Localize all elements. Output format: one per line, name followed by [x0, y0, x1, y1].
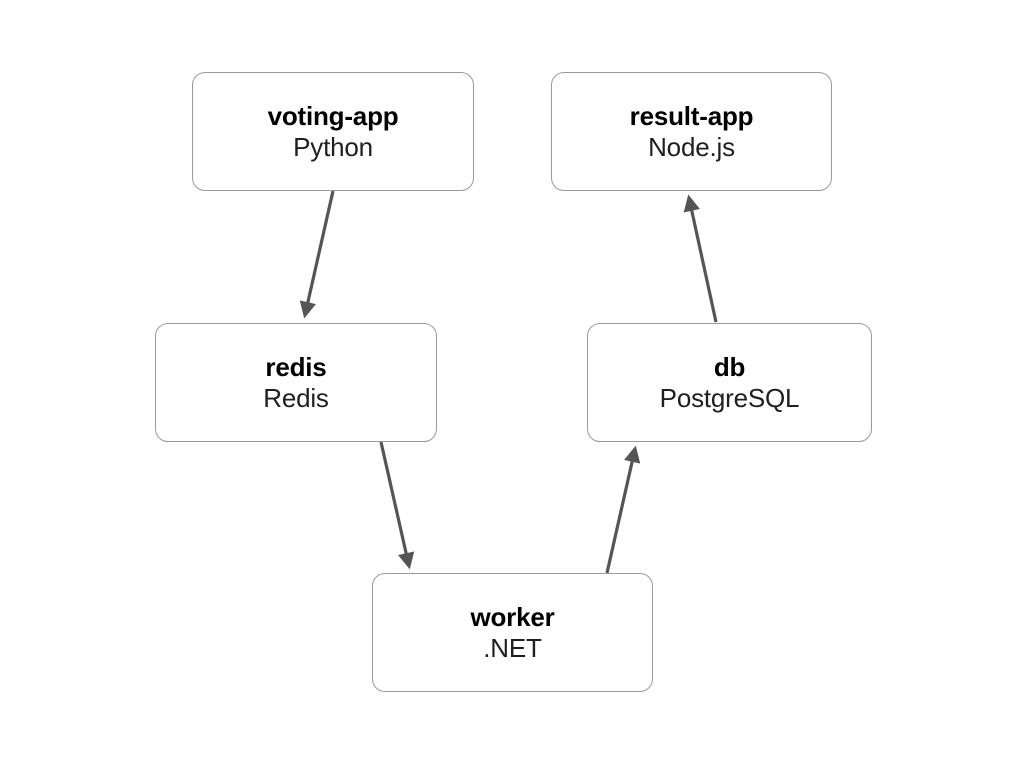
node-db-title: db	[713, 351, 746, 382]
node-result-app-title: result-app	[629, 100, 754, 131]
edge-db-to-result-app	[683, 194, 718, 323]
node-result-app[interactable]: result-app Node.js	[551, 72, 832, 191]
edge-worker-to-db	[605, 445, 641, 574]
node-voting-app-title: voting-app	[267, 100, 399, 131]
node-db[interactable]: db PostgreSQL	[587, 323, 872, 442]
node-result-app-subtitle: Node.js	[648, 131, 735, 162]
node-worker-title: worker	[470, 601, 555, 632]
node-db-subtitle: PostgreSQL	[659, 382, 800, 413]
node-redis-title: redis	[265, 351, 327, 382]
edge-voting-app-to-redis	[299, 190, 335, 319]
node-redis-subtitle: Redis	[263, 382, 329, 413]
node-worker-subtitle: .NET	[483, 632, 542, 663]
node-worker[interactable]: worker .NET	[372, 573, 653, 692]
node-redis[interactable]: redis Redis	[155, 323, 437, 442]
edge-redis-to-worker	[379, 441, 415, 570]
node-voting-app[interactable]: voting-app Python	[192, 72, 474, 191]
node-voting-app-subtitle: Python	[293, 131, 373, 162]
